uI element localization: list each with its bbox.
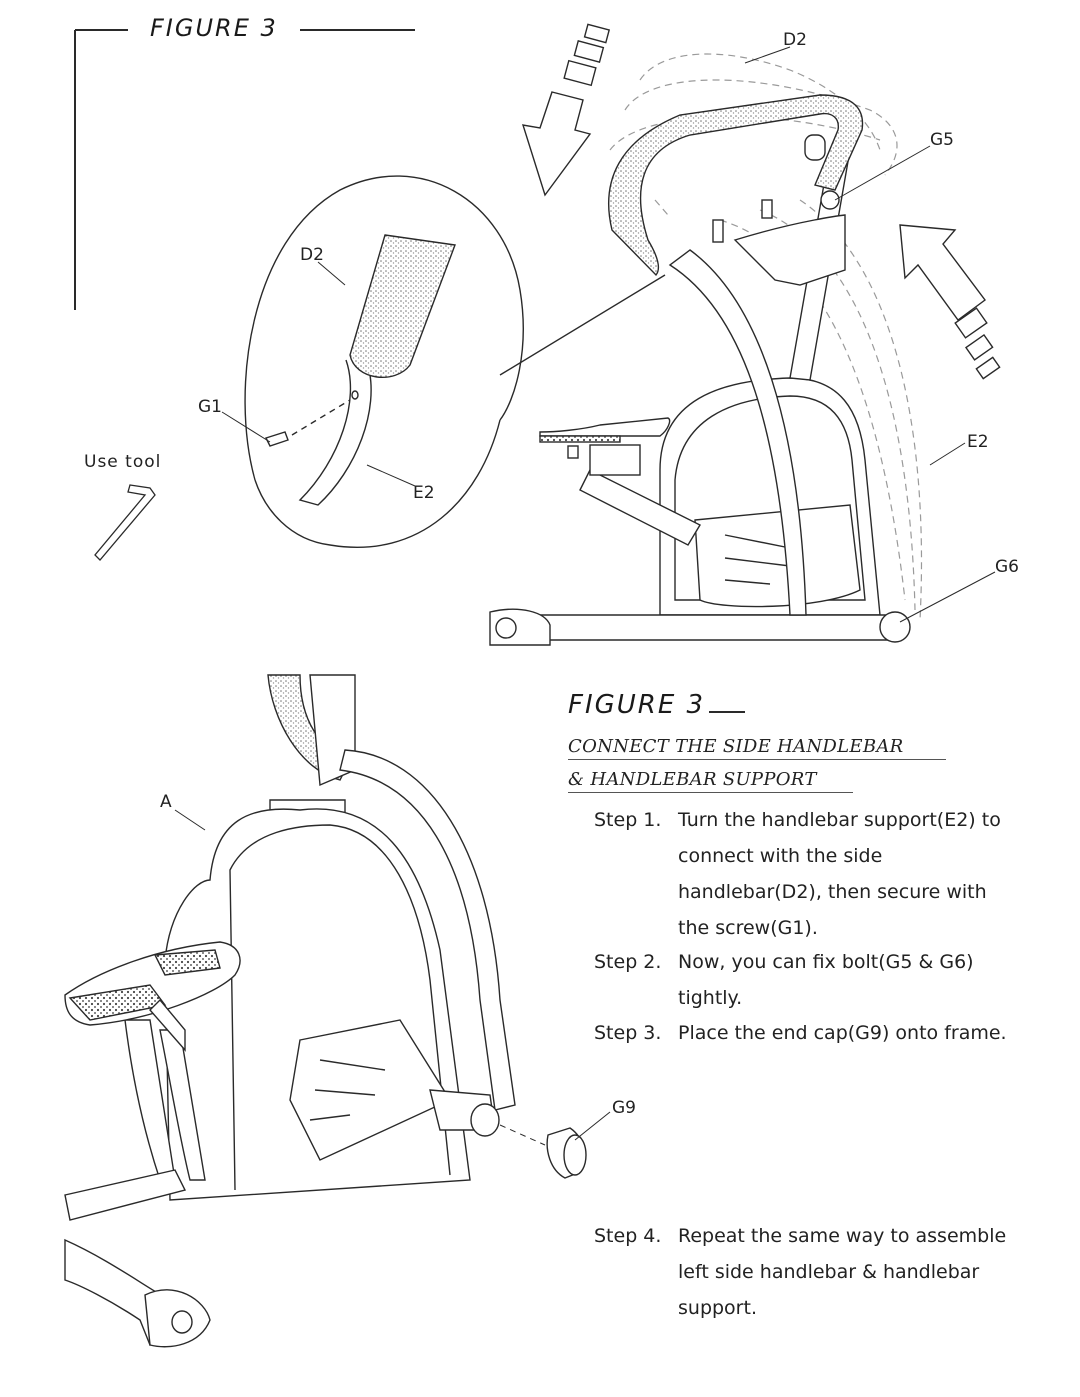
callout-g5: G5 [930,130,954,150]
detail-view [221,175,666,548]
step-3-label: Step 3. [594,1022,662,1044]
rotate-up-arrow [899,224,1001,380]
figure-label-underline [709,711,746,713]
use-tool-label: Use tool [84,452,162,472]
callout-g6: G6 [995,557,1019,577]
heading-line-2: & HANDLEBAR SUPPORT [568,769,853,793]
step-2: Step 2. Now, you can fix bolt(G5 & G6) ti… [594,944,1038,1016]
step-3-text: Place the end cap(G9) onto frame. [678,1022,1007,1044]
bike-top-view [489,94,911,646]
step-1-text: Turn the handlebar support(E2) to connec… [678,809,1001,939]
leader-g6 [899,571,996,623]
callout-e2-right: E2 [967,432,989,452]
allen-key-icon [94,484,156,561]
leader-g9 [574,1111,611,1141]
step-4-label: Step 4. [594,1225,662,1247]
step-1: Step 1. Turn the handlebar support(E2) to… [594,802,1008,946]
step-2-label: Step 2. [594,951,662,973]
leader-g9-dashed [499,1124,546,1146]
rotate-down-arrow [521,23,611,197]
callout-d2-detail: D2 [300,245,324,265]
callout-a: A [160,792,172,812]
step-4-text: Repeat the same way to assemble left sid… [678,1225,1007,1319]
figure-label-text: FIGURE 3 [568,690,706,720]
heading-line-1: CONNECT THE SIDE HANDLEBAR [568,736,946,760]
step-4: Step 4. Repeat the same way to assemble l… [594,1218,1038,1326]
leader-a [174,809,206,831]
callout-e2-detail: E2 [413,483,435,503]
leader-g5 [834,145,931,201]
figure-title-top: FIGURE 3 [150,14,278,42]
leader-d2-top [744,46,791,64]
step-2-text: Now, you can fix bolt(G5 & G6) tightly. [678,951,974,1009]
leader-e2-right [929,442,966,466]
step-1-label: Step 1. [594,809,662,831]
step-3: Step 3. Place the end cap(G9) onto frame. [594,1015,1058,1051]
bike-bottom-view [64,674,587,1348]
callout-d2-top: D2 [783,30,807,50]
callout-g9: G9 [612,1098,636,1118]
instructions-figure-label: FIGURE 3 [568,690,746,720]
figure-corner-frame [74,29,415,310]
callout-g1: G1 [198,397,222,417]
